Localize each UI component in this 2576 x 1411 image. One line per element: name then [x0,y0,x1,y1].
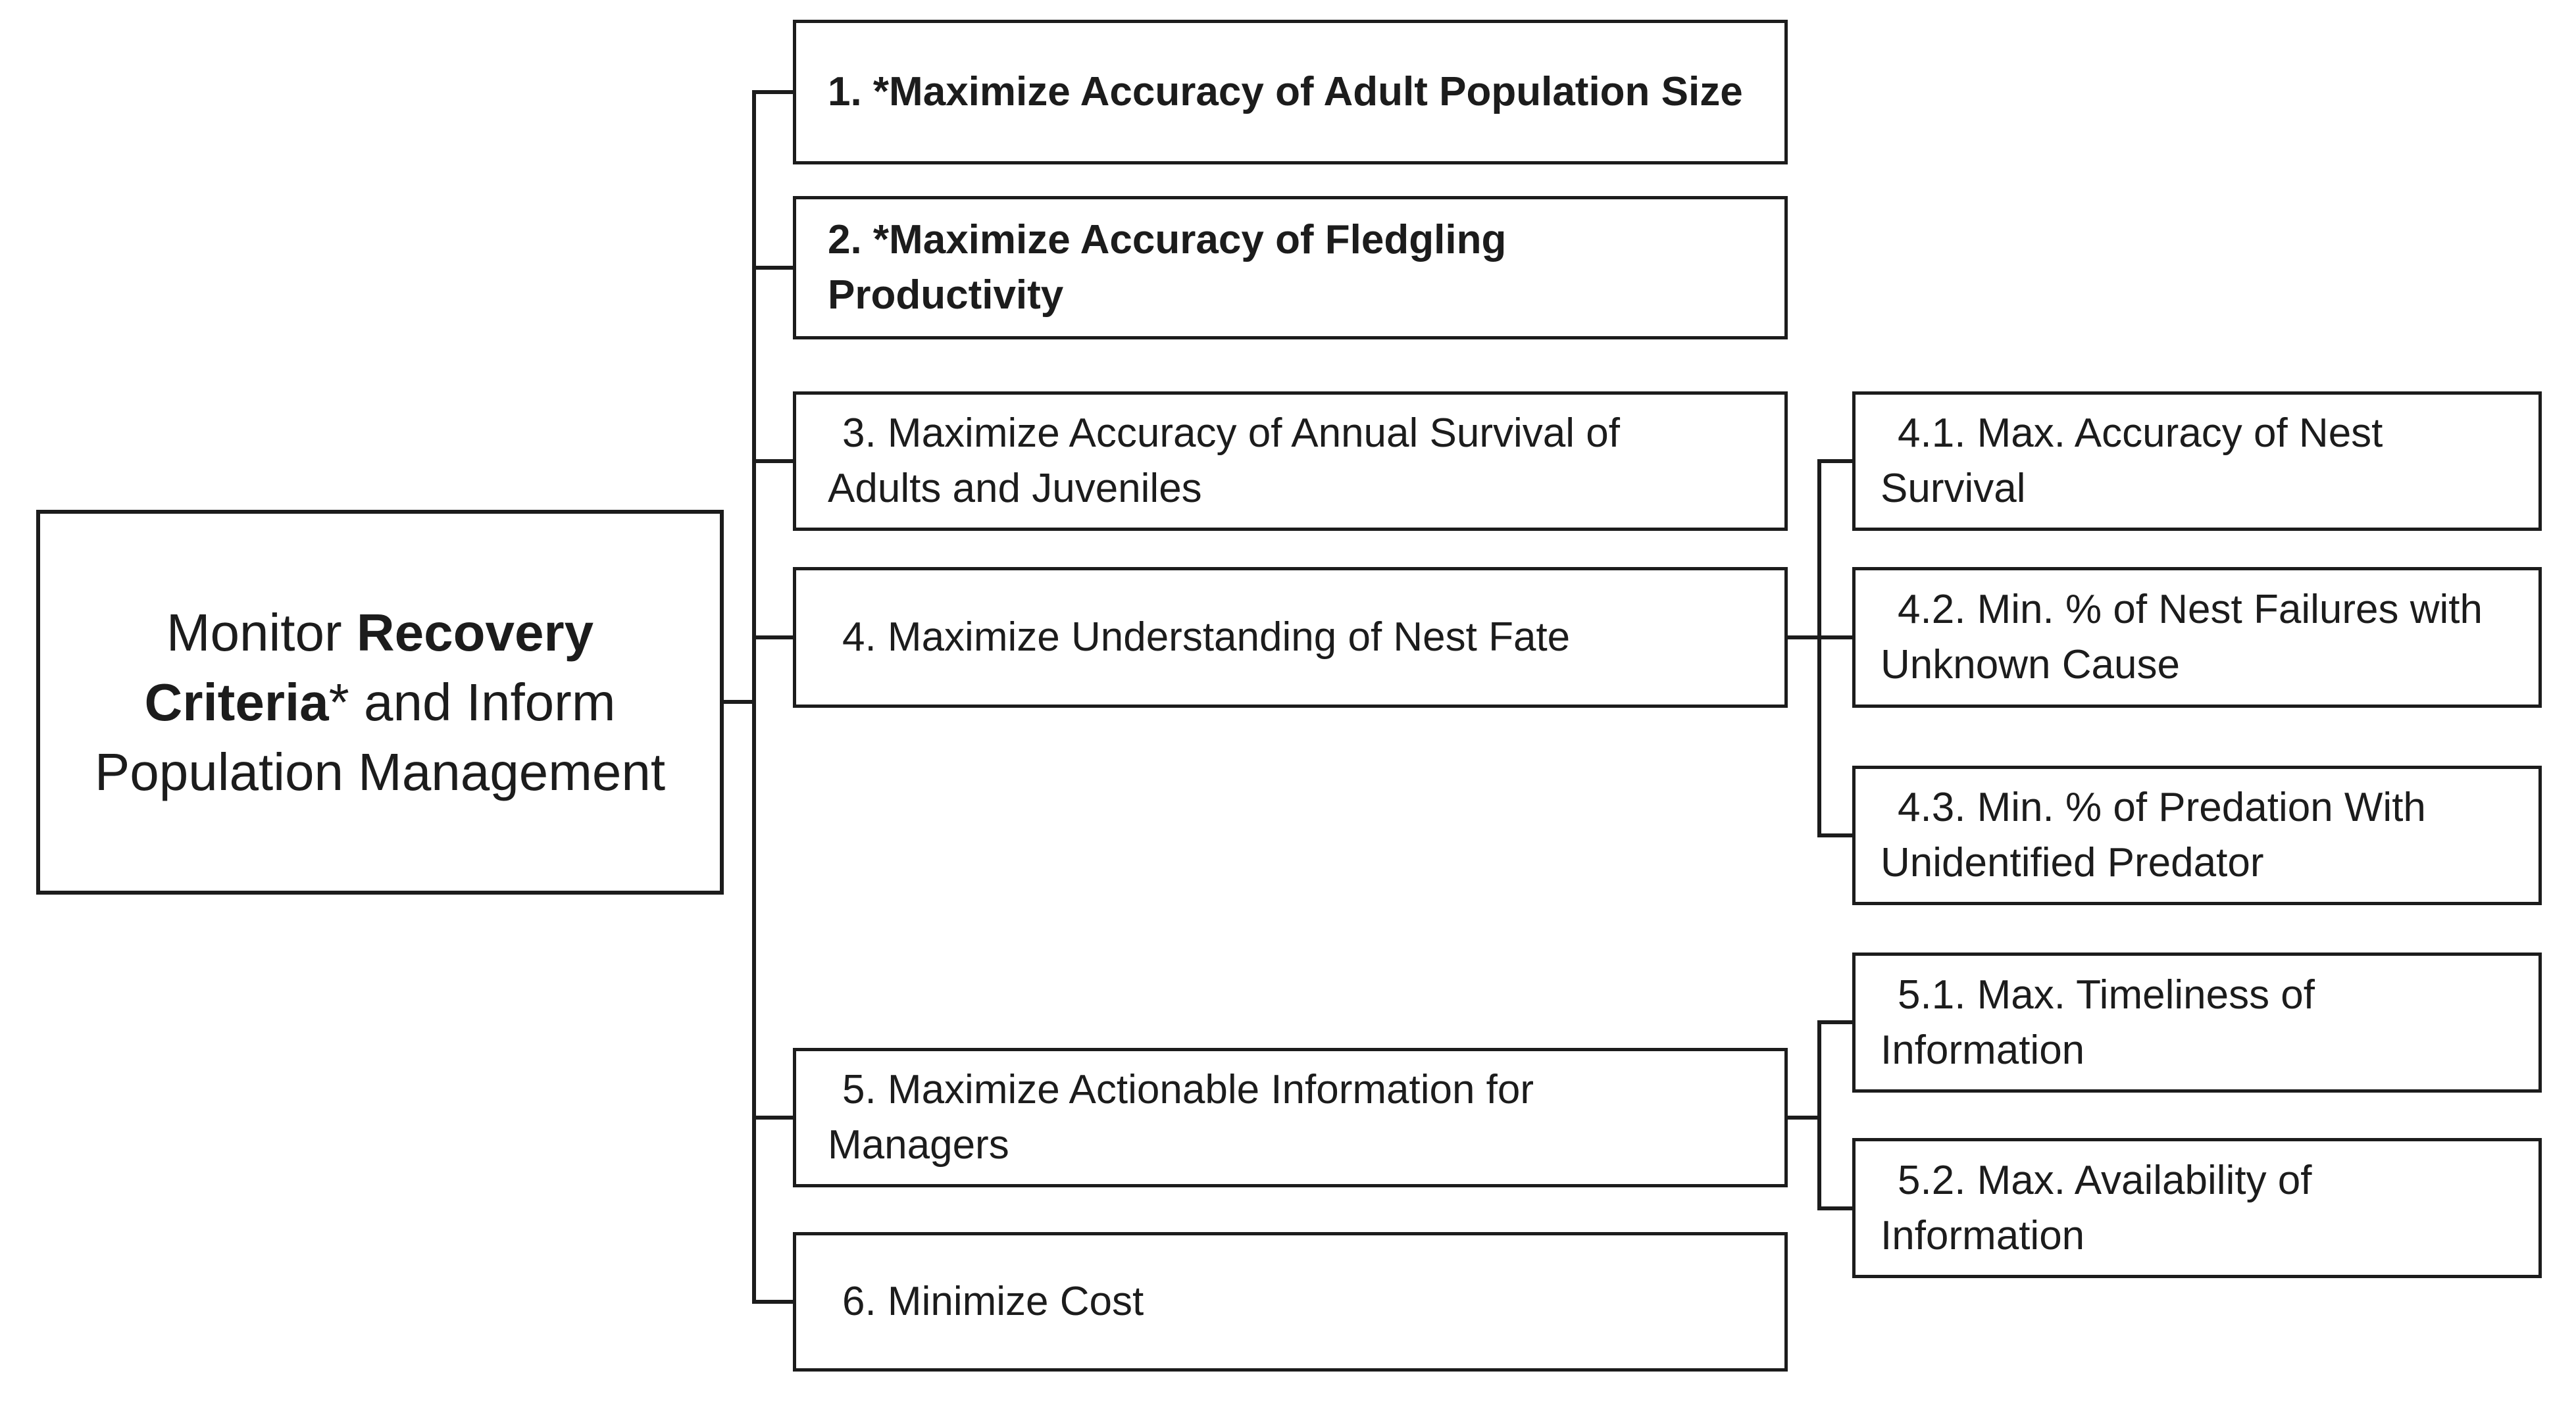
trunk-line-main [752,90,756,1304]
sub-objective-4-2-line-1: 4.2. Min. % of Nest Failures with [1898,587,2483,632]
objective-5-line-1: 5. Maximize Actionable Information for [842,1067,1534,1112]
objective-box-1: 1. *Maximize Accuracy of Adult Populatio… [793,20,1788,164]
connector-subtrunk-to-4-1 [1817,459,1856,463]
root-line-1-regular: Monitor [166,603,357,662]
connector-subtrunk-to-4-3 [1817,833,1856,837]
connector-trunk-to-objective-5 [752,1116,796,1120]
connector-trunk-to-objective-2 [752,266,796,270]
connector-subtrunk-to-4-2 [1817,635,1856,639]
sub-objective-5-2-line-1: 5.2. Max. Availability of [1898,1157,2312,1203]
root-objective-box: Monitor Recovery Criteria* and Inform Po… [36,510,724,895]
sub-objective-5-1-line-2: Information [1881,1027,2085,1073]
sub-objective-box-5-1: 5.1. Max. Timeliness of Information [1852,953,2542,1093]
objective-box-5: 5. Maximize Actionable Information for M… [793,1048,1788,1187]
objective-box-2: 2. *Maximize Accuracy of Fledgling Produ… [793,196,1788,339]
sub-objective-4-1-line-1: 4.1. Max. Accuracy of Nest [1898,410,2383,456]
sub-objective-box-5-2: 5.2. Max. Availability of Information [1852,1138,2542,1278]
objective-3-line-1: 3. Maximize Accuracy of Annual Survival … [842,410,1620,456]
connector-root-to-trunk [720,700,756,704]
connector-subtrunk-to-5-2 [1817,1206,1856,1210]
sub-objective-5-1-line-1: 5.1. Max. Timeliness of [1898,972,2315,1018]
sub-objective-5-2-line-2: Information [1881,1212,2085,1258]
connector-trunk-to-objective-1 [752,90,796,94]
sub-objective-4-2-line-2: Unknown Cause [1881,642,2180,687]
root-line-1-bold: Recovery [356,603,594,662]
sub-objective-box-4-2: 4.2. Min. % of Nest Failures with Unknow… [1852,567,2542,708]
connector-objective-4-to-subtrunk [1788,635,1821,639]
connector-trunk-to-objective-3 [752,459,796,463]
trunk-line-group-5 [1817,1020,1821,1210]
objective-4-line-1: 4. Maximize Understanding of Nest Fate [842,614,1571,660]
objective-5-line-2: Managers [828,1122,1009,1168]
connector-subtrunk-to-5-1 [1817,1020,1856,1024]
sub-objective-4-3-line-1: 4.3. Min. % of Predation With [1898,785,2426,830]
objective-box-4: 4. Maximize Understanding of Nest Fate [793,567,1788,708]
root-line-2-regular: * and Inform [328,672,616,731]
objective-6-line-1: 6. Minimize Cost [842,1279,1144,1324]
root-line-3: Population Management [94,742,666,801]
sub-objective-4-3-line-2: Unidentified Predator [1881,840,2264,885]
objective-2-line-2: Productivity [828,272,1064,318]
objective-3-line-2: Adults and Juveniles [828,466,1202,511]
trunk-line-group-4 [1817,459,1821,837]
sub-objective-box-4-1: 4.1. Max. Accuracy of Nest Survival [1852,391,2542,531]
connector-trunk-to-objective-4 [752,635,796,639]
connector-objective-5-to-subtrunk [1788,1116,1821,1120]
sub-objective-4-1-line-2: Survival [1881,466,2026,511]
objective-2-line-1: 2. *Maximize Accuracy of Fledgling [828,217,1507,262]
objective-1-line-1: 1. *Maximize Accuracy of Adult Populatio… [828,69,1743,114]
objective-box-6: 6. Minimize Cost [793,1232,1788,1372]
root-line-2: Criteria* and Inform [40,668,720,737]
root-line-2-bold: Criteria [144,672,329,731]
objective-box-3: 3. Maximize Accuracy of Annual Survival … [793,391,1788,531]
connector-trunk-to-objective-6 [752,1300,796,1304]
root-line-1: Monitor Recovery [40,598,720,668]
sub-objective-box-4-3: 4.3. Min. % of Predation With Unidentifi… [1852,766,2542,905]
